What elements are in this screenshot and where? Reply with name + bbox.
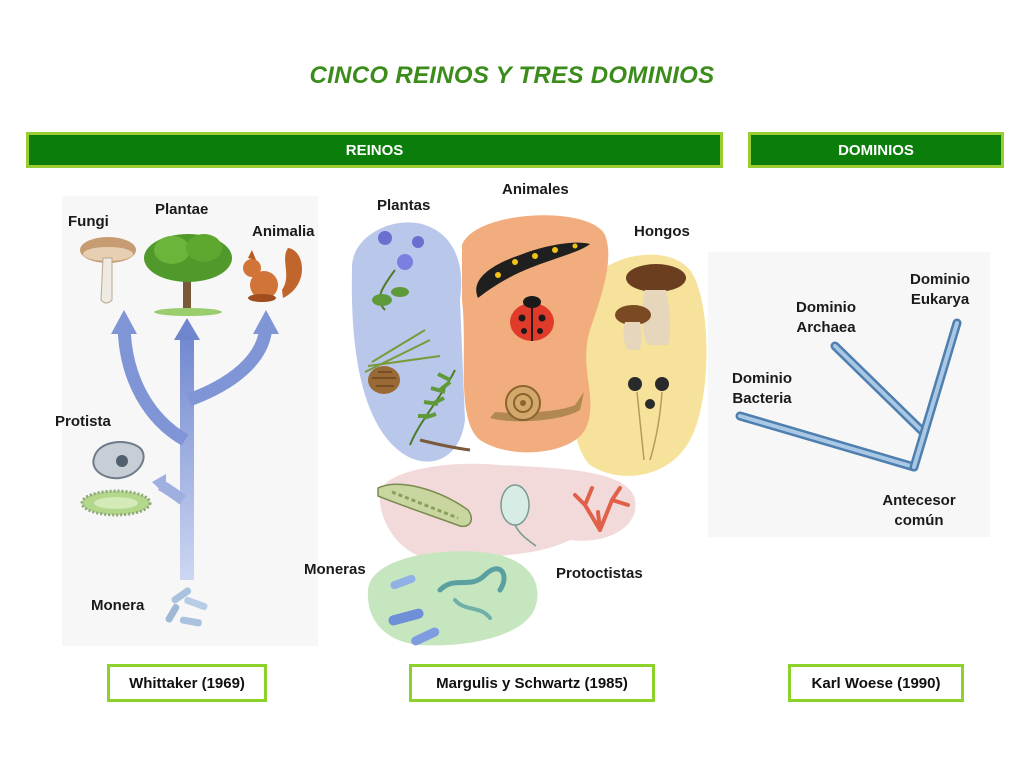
mushroom-icon xyxy=(80,237,136,304)
label-monera: Monera xyxy=(91,597,145,614)
branch-protist-arrowhead xyxy=(152,474,166,495)
label-hongos: Hongos xyxy=(634,223,690,240)
label-moneras: Moneras xyxy=(304,561,366,578)
label-fungi: Fungi xyxy=(68,213,109,230)
diatom-icon xyxy=(377,483,472,528)
label-animales: Animales xyxy=(502,181,569,198)
fern-icon xyxy=(409,369,471,452)
salamander-icon xyxy=(476,242,590,298)
fungi-blob xyxy=(570,254,707,476)
label-dominio-bacteria: Dominio Bacteria xyxy=(712,369,812,409)
ladybug-icon xyxy=(510,296,554,341)
citation-woese-text: Karl Woese (1990) xyxy=(811,674,941,692)
label-animalia: Animalia xyxy=(252,223,315,240)
branch-right-arrowhead xyxy=(253,310,279,334)
tree-icon xyxy=(144,234,232,316)
label-ancestor-line1: Antecesor xyxy=(882,492,956,509)
red-algae-icon xyxy=(573,486,630,532)
label-protista: Protista xyxy=(55,413,111,430)
pine-cone-icon xyxy=(364,329,441,394)
label-archaea-line2: Archaea xyxy=(796,319,856,336)
branch-left-arrowhead xyxy=(111,310,137,334)
monera-blob xyxy=(367,551,538,646)
label-protoctistas: Protoctistas xyxy=(556,565,643,582)
boletus-icon xyxy=(615,264,686,350)
whittaker-tree xyxy=(62,196,318,646)
page-title: CINCO REINOS Y TRES DOMINIOS xyxy=(309,62,715,89)
vorticella-icon xyxy=(500,484,537,547)
woese-tree xyxy=(708,252,990,537)
amoeba-icon xyxy=(92,441,145,480)
label-plantas: Plantas xyxy=(377,197,431,214)
tree-trunk xyxy=(180,330,194,580)
citation-margulis-text: Margulis y Schwartz (1985) xyxy=(436,674,628,692)
citation-margulis: Margulis y Schwartz (1985) xyxy=(409,664,655,702)
label-antecesor-comun: Antecesor común xyxy=(864,491,974,531)
label-bacteria-line1: Dominio xyxy=(732,370,792,387)
label-ancestor-line2: común xyxy=(894,512,944,529)
label-dominio-archaea: Dominio Archaea xyxy=(776,298,876,338)
label-eukarya-line2: Eukarya xyxy=(910,291,970,308)
label-plantae: Plantae xyxy=(155,201,209,218)
mold-icon xyxy=(628,377,669,461)
margulis-blobs xyxy=(351,215,707,646)
citation-whittaker: Whittaker (1969) xyxy=(107,664,267,702)
citation-whittaker-text: Whittaker (1969) xyxy=(129,674,245,692)
woese-background xyxy=(708,252,990,537)
reinos-header: REINOS xyxy=(26,132,723,168)
tree-branch-right xyxy=(186,324,273,407)
label-dominio-eukarya: Dominio Eukarya xyxy=(890,270,990,310)
tree-branch-left xyxy=(117,324,189,446)
label-bacteria-line2: Bacteria xyxy=(732,390,792,407)
bacteria-icon xyxy=(165,587,208,627)
citation-woese: Karl Woese (1990) xyxy=(788,664,964,702)
trunk-arrowhead xyxy=(174,318,200,340)
dominios-header: DOMINIOS xyxy=(748,132,1004,168)
paramecium-icon xyxy=(80,489,152,517)
dominios-header-label: DOMINIOS xyxy=(838,141,914,159)
label-archaea-line1: Dominio xyxy=(796,299,856,316)
monera-bacteria-icon xyxy=(388,566,507,646)
reinos-header-label: REINOS xyxy=(345,141,404,159)
squirrel-icon xyxy=(243,248,302,302)
label-eukarya-line1: Dominio xyxy=(910,271,970,288)
violet-flower-icon xyxy=(372,231,424,311)
snail-icon xyxy=(490,385,584,422)
